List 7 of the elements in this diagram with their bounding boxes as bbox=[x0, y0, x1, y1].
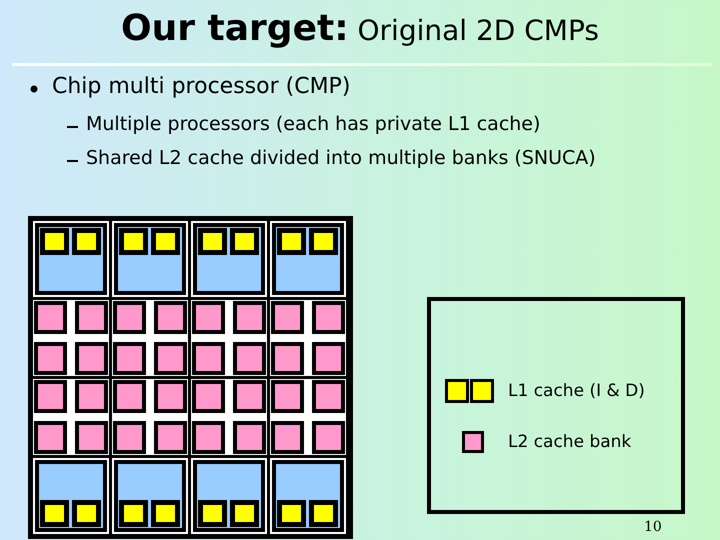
slide-title: Our target: Original 2D CMPs bbox=[120, 8, 600, 49]
page-number: 10 bbox=[644, 519, 662, 535]
bullet-text: Chip multi processor (CMP) bbox=[52, 74, 350, 99]
legend-label: L1 cache (I & D) bbox=[508, 381, 645, 401]
legend-label: L2 cache bank bbox=[508, 432, 632, 452]
bullet-text: Multiple processors (each has private L1 cache) bbox=[86, 113, 540, 135]
bullet-text: Shared L2 cache divided into multiple banks (SNUCA) bbox=[86, 147, 596, 169]
